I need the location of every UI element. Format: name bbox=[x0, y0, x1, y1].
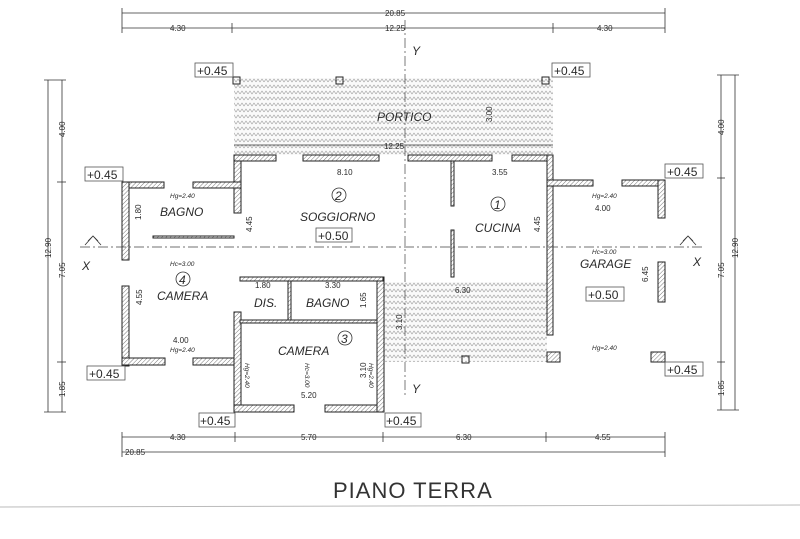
dim-left-total: 12.90 bbox=[44, 237, 53, 258]
level-marker: +0.45 bbox=[664, 361, 704, 377]
level-marker: +0.45 bbox=[84, 166, 124, 182]
room-portico: PORTICO bbox=[377, 110, 431, 124]
walls bbox=[121, 154, 666, 413]
room-soggiorno: SOGGIORNO bbox=[300, 210, 375, 224]
camera3-hg-right: Hg=2.40 bbox=[367, 363, 374, 388]
bagno2-width: 3.30 bbox=[325, 281, 341, 290]
dim-bottom-total: 20.85 bbox=[125, 448, 146, 457]
y-axis-label-bottom: Y bbox=[412, 382, 421, 396]
portico-area bbox=[234, 78, 553, 155]
level-marker: +0.45 bbox=[194, 62, 234, 78]
cucina-depth: 4.45 bbox=[533, 216, 542, 232]
room-cucina: CUCINA bbox=[475, 221, 521, 235]
soggiorno-level: +0.50 bbox=[318, 229, 349, 243]
camera3-width: 5.20 bbox=[301, 391, 317, 400]
top-dimensions bbox=[121, 8, 666, 33]
bagno1-depth: 1.80 bbox=[134, 204, 143, 220]
column bbox=[461, 355, 470, 364]
room-camera-4: CAMERA bbox=[157, 289, 208, 303]
dim-porch-depth: 3.00 bbox=[485, 106, 494, 122]
dim-porch-width: 12.25 bbox=[384, 142, 405, 151]
room-camera-3: CAMERA bbox=[278, 344, 329, 358]
section-marker-icon bbox=[679, 235, 697, 246]
plan-title: PIANO TERRA bbox=[333, 478, 493, 503]
garage-hc: Hc=3.00 bbox=[592, 249, 617, 256]
cucina-width: 3.55 bbox=[492, 168, 508, 177]
camera4-number: 4 bbox=[179, 273, 186, 287]
garage-width: 4.00 bbox=[595, 204, 611, 213]
y-axis-label-top: Y bbox=[412, 44, 421, 58]
dim-right-c: 1.85 bbox=[717, 380, 726, 396]
room-dis: DIS. bbox=[254, 296, 277, 310]
camera4-hg: Hg=2.40 bbox=[170, 347, 195, 354]
camera3-depth: 3.10 bbox=[359, 362, 368, 378]
garage-depth: 6.45 bbox=[641, 266, 650, 282]
svg-text:+0.45: +0.45 bbox=[87, 168, 118, 182]
level-marker: +0.45 bbox=[86, 365, 126, 381]
level-marker: +0.45 bbox=[198, 412, 236, 428]
dim-bottom-a: 4.30 bbox=[170, 433, 186, 442]
dim-bottom-c: 6.30 bbox=[456, 433, 472, 442]
section-marker-icon bbox=[84, 235, 102, 246]
dim-right-total: 12.90 bbox=[731, 237, 740, 258]
svg-text:+0.45: +0.45 bbox=[667, 363, 698, 377]
garage-hg-top: Hg=2.40 bbox=[592, 193, 617, 200]
level-marker: +0.45 bbox=[384, 412, 422, 428]
left-dimensions bbox=[44, 79, 66, 413]
bagno2-depth: 1.65 bbox=[359, 292, 368, 308]
dim-top-middle: 12.25 bbox=[385, 24, 406, 33]
soggiorno-number: 2 bbox=[334, 189, 342, 203]
column bbox=[541, 76, 550, 85]
soggiorno-width: 8.10 bbox=[337, 168, 353, 177]
right-dimensions bbox=[717, 74, 739, 411]
garage-hg-bottom: Hg=2.40 bbox=[592, 345, 617, 352]
room-garage: GARAGE bbox=[580, 257, 632, 271]
camera3-hc: Hc=3.00 bbox=[303, 363, 310, 388]
dim-lower-porch-width: 6.30 bbox=[455, 286, 471, 295]
level-marker: +0.45 bbox=[551, 62, 591, 78]
room-bagno-2: BAGNO bbox=[306, 296, 349, 310]
dim-lower-porch-depth: 3.10 bbox=[395, 314, 404, 330]
level-marker: +0.45 bbox=[664, 163, 704, 179]
dim-left-b: 7.05 bbox=[58, 262, 67, 278]
cucina-number: 1 bbox=[494, 198, 501, 212]
camera3-hg-left: Hg=2.40 bbox=[243, 363, 250, 388]
svg-text:+0.45: +0.45 bbox=[197, 64, 228, 78]
svg-text:+0.45: +0.45 bbox=[89, 367, 120, 381]
dis-width: 1.80 bbox=[255, 281, 271, 290]
dim-right-b: 7.05 bbox=[717, 262, 726, 278]
garage-level: +0.50 bbox=[588, 288, 619, 302]
x-axis-label-right: X bbox=[692, 255, 702, 269]
dim-bottom-d: 4.55 bbox=[595, 433, 611, 442]
x-axis-label-left: X bbox=[81, 259, 91, 273]
dim-top-right: 4.30 bbox=[597, 24, 613, 33]
camera3-number: 3 bbox=[341, 332, 348, 346]
dim-bottom-b: 5.70 bbox=[301, 433, 317, 442]
lower-porch-area bbox=[383, 282, 547, 362]
dim-top-total: 20.85 bbox=[385, 9, 406, 18]
dim-right-a: 4.00 bbox=[717, 119, 726, 135]
column bbox=[232, 76, 241, 85]
bottom-dimensions bbox=[121, 432, 666, 457]
camera4-depth: 4.55 bbox=[135, 289, 144, 305]
soggiorno-depth: 4.45 bbox=[245, 216, 254, 232]
dim-left-c: 1.85 bbox=[58, 381, 67, 397]
dim-top-left: 4.30 bbox=[170, 24, 186, 33]
column bbox=[335, 76, 344, 85]
svg-text:+0.45: +0.45 bbox=[667, 165, 698, 179]
svg-text:+0.45: +0.45 bbox=[554, 64, 585, 78]
svg-text:+0.45: +0.45 bbox=[386, 414, 417, 428]
camera4-width: 4.00 bbox=[173, 336, 189, 345]
dim-left-a: 4.00 bbox=[58, 121, 67, 137]
bagno1-hg: Hg=2.40 bbox=[170, 193, 195, 200]
room-bagno-1: BAGNO bbox=[160, 205, 203, 219]
camera4-hc: Hc=3.00 bbox=[170, 261, 195, 268]
svg-text:+0.45: +0.45 bbox=[200, 414, 231, 428]
